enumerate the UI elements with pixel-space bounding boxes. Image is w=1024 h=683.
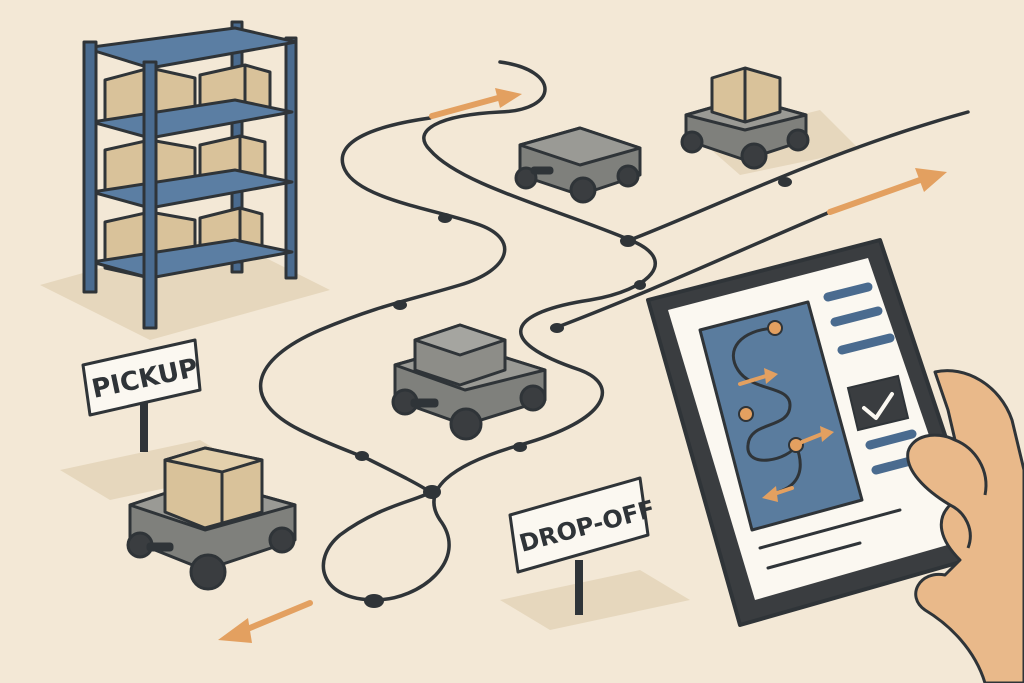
hand-holding-tablet — [906, 369, 1024, 683]
checkmark-icon[interactable] — [846, 374, 910, 432]
pickup-sign: PICKUP — [81, 338, 202, 452]
robot-top-empty — [514, 126, 642, 204]
tablet-text-lines — [758, 508, 902, 570]
tablet — [646, 238, 987, 627]
robot-route-paths — [258, 60, 970, 602]
robot-bottom-left-loaded — [126, 446, 297, 591]
path-waypoints — [355, 177, 792, 608]
robot-center — [391, 323, 547, 441]
storage-shelf — [82, 20, 298, 330]
direction-arrow-icon — [218, 88, 947, 643]
route-map-icon — [698, 300, 864, 532]
robot-top-right-loaded — [680, 66, 810, 170]
shelf-boards — [83, 26, 298, 280]
